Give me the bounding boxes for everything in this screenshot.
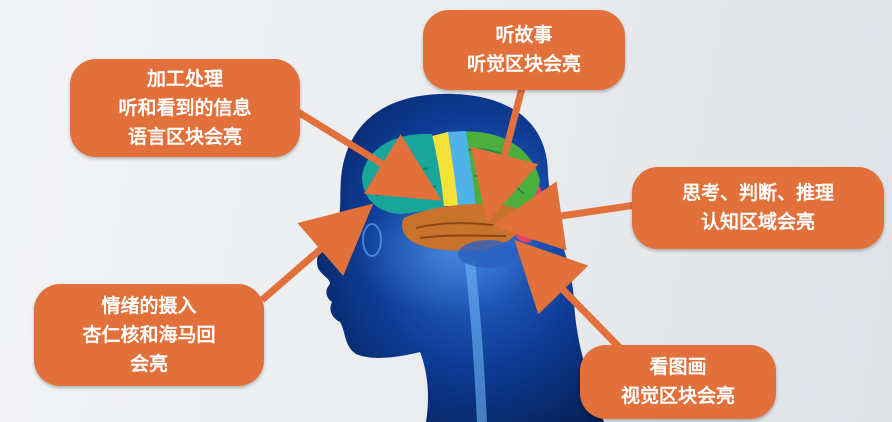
emotion-callout-line: 杏仁核和海马回 xyxy=(82,323,216,346)
emotion-callout-line: 会亮 xyxy=(129,352,168,375)
cognition-callout-line: 认知区域会亮 xyxy=(700,211,815,233)
visual-callout-line: 视觉区块会亮 xyxy=(620,385,735,407)
visual-callout: 看图画 视觉区块会亮 xyxy=(580,345,776,419)
auditory-callout-line: 听故事 xyxy=(495,24,553,46)
language-callout: 加工处理 听和看到的信息 语言区块会亮 xyxy=(70,59,300,157)
auditory-callout-line: 听觉区块会亮 xyxy=(466,53,581,75)
arrow-to-auditory xyxy=(470,87,539,224)
arrow-to-visual xyxy=(514,239,623,351)
cognition-callout-line: 思考、判断、推理 xyxy=(681,182,834,204)
arrow-to-cognition xyxy=(492,181,637,251)
pointer-arrows xyxy=(259,87,637,351)
language-callout-line: 听和看到的信息 xyxy=(118,96,252,119)
language-callout-line: 语言区块会亮 xyxy=(127,125,242,148)
cognition-callout: 思考、判断、推理 认知区域会亮 xyxy=(632,167,884,249)
arrow-to-language xyxy=(296,109,442,201)
emotion-callout: 情绪的摄入 杏仁核和海马回 会亮 xyxy=(34,284,264,386)
auditory-callout: 听故事 听觉区块会亮 xyxy=(423,10,625,90)
arrow-to-emotion xyxy=(259,203,374,303)
emotion-callout-line: 情绪的摄入 xyxy=(101,294,197,317)
language-callout-line: 加工处理 xyxy=(146,67,223,90)
visual-callout-line: 看图画 xyxy=(649,356,707,378)
